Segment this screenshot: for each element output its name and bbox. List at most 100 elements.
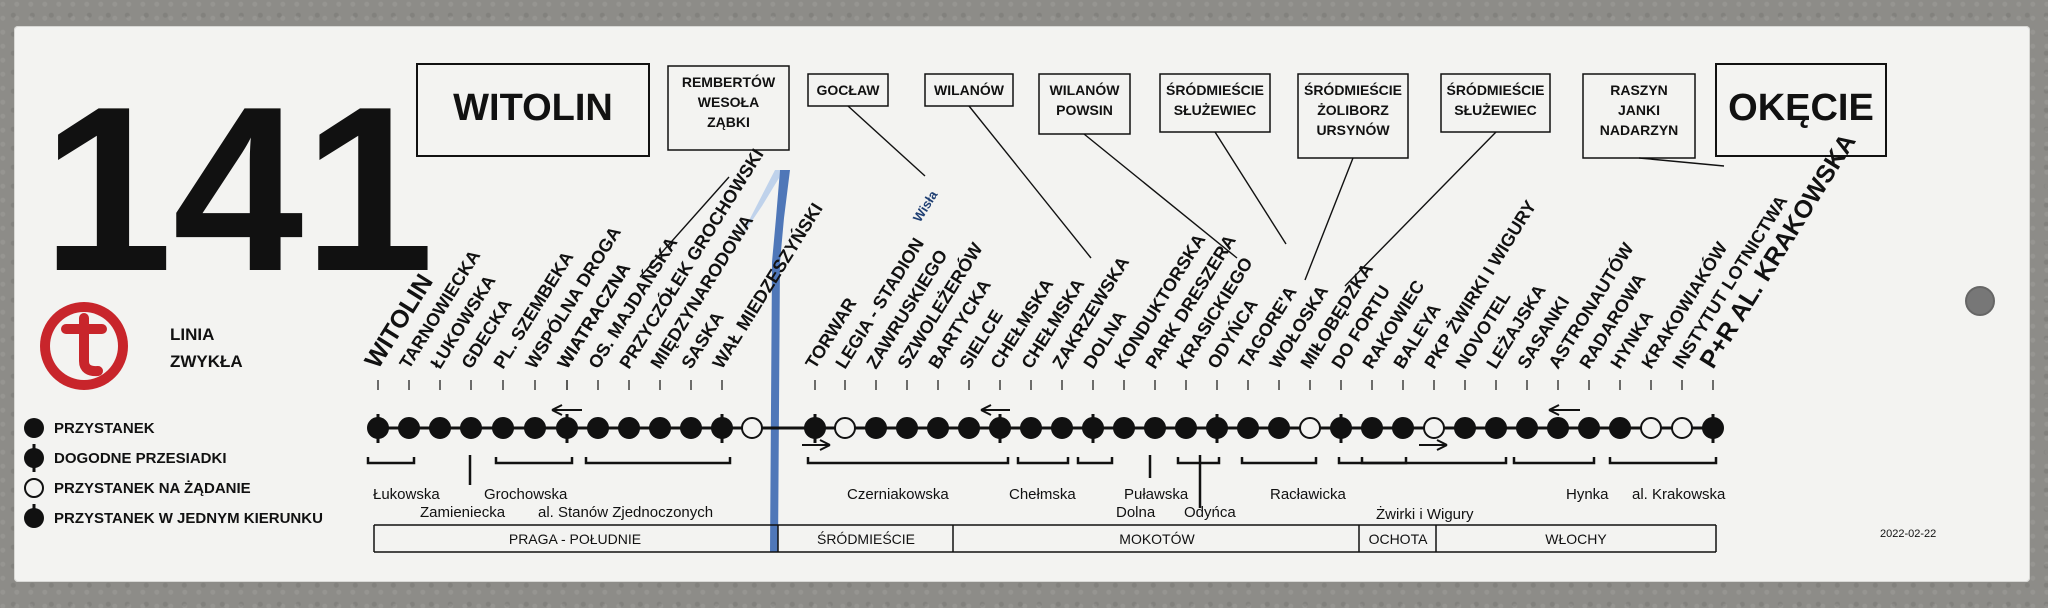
end-terminal-label: OKĘCIE: [1728, 87, 1874, 129]
street-bracket: [1362, 457, 1506, 463]
destination-line: SŁUŻEWIEC: [1174, 102, 1256, 118]
street-label: Zamieniecka: [420, 504, 506, 521]
stop-marker: [1269, 418, 1289, 438]
stop-marker: [1393, 418, 1413, 438]
route-number: 141: [42, 57, 434, 320]
legend-label: PRZYSTANEK NA ŻĄDANIE: [54, 480, 251, 497]
destination-line: RASZYN: [1610, 82, 1668, 98]
street-bracket: [1018, 457, 1068, 463]
connector-line: [1215, 132, 1286, 244]
street-label: Puławska: [1124, 486, 1189, 503]
request-stop-marker: [1424, 418, 1444, 438]
legend: PRZYSTANEK DOGODNE PRZESIADKI PRZYSTANEK N…: [24, 418, 323, 528]
stop-marker: [1486, 418, 1506, 438]
stop-marker: [681, 418, 701, 438]
legend-item: PRZYSTANEK NA ŻĄDANIE: [25, 479, 251, 497]
destination-box: GOCŁAW: [808, 74, 888, 106]
destination-box: REMBERTÓWWESOŁAZĄBKI: [668, 66, 789, 150]
connector-line: [1305, 158, 1353, 280]
destination-box: RASZYN JANKI NADARZYN: [1583, 74, 1695, 158]
stop-marker: [399, 418, 419, 438]
street-label: Żwirki i Wigury: [1376, 505, 1474, 523]
street-label: Racławicka: [1270, 486, 1347, 503]
destination-line: ŚRÓDMIEŚCIE: [1446, 81, 1544, 98]
street-bracket: [1514, 457, 1594, 463]
stop-marker: [866, 418, 886, 438]
warsaw-transport-logo-icon: [40, 302, 128, 390]
stop-marker: [1362, 418, 1382, 438]
request-stop-marker: [1641, 418, 1661, 438]
stop-marker: [619, 418, 639, 438]
route-type-label-line-2: ZWYKŁA: [170, 352, 243, 371]
stop-marker: [959, 418, 979, 438]
request-stop-marker: [742, 418, 762, 438]
legend-item: DOGODNE PRZESIADKI: [24, 444, 227, 472]
stop-marker: [1548, 418, 1568, 438]
stop-marker: [1517, 418, 1537, 438]
connector-line: [1084, 134, 1237, 258]
district-strip: PRAGA - POŁUDNIE ŚRÓDMIEŚCIE MOKOTÓW OCH…: [374, 525, 1716, 552]
street-label: Odyńca: [1184, 504, 1236, 521]
destination-box: WILANÓW: [925, 74, 1013, 106]
street-bracket: [586, 457, 730, 463]
destination-line: JANKI: [1618, 102, 1660, 118]
connector-line: [848, 106, 925, 176]
destination-line: ŚRÓDMIEŚCIE: [1166, 81, 1264, 98]
connector-line: [1345, 132, 1496, 286]
district-mokotow: MOKOTÓW: [1119, 531, 1195, 547]
request-stop-marker: [1300, 418, 1320, 438]
street-label: Czerniakowska: [847, 486, 949, 503]
river-label: Wisła: [910, 187, 941, 224]
stop-marker: [1455, 418, 1475, 438]
stop-ticks: [378, 380, 1713, 390]
street-bracket: [368, 457, 414, 463]
legend-item: PRZYSTANEK: [24, 418, 155, 438]
destination-box: ŚRÓDMIEŚCIE SŁUŻEWIEC: [1160, 74, 1270, 132]
stop-marker: [588, 418, 608, 438]
destination-line: ŚRÓDMIEŚCIE: [1304, 81, 1402, 98]
stop-marker: [1145, 418, 1165, 438]
legend-item: PRZYSTANEK W JEDNYM KIERUNKU: [24, 504, 323, 528]
street-bracket: [496, 457, 572, 463]
connector-line: [969, 106, 1091, 258]
street-bracket: [808, 457, 1008, 463]
street-label: al. Stanów Zjednoczonych: [538, 504, 713, 521]
street-label: Hynka: [1566, 486, 1609, 503]
legend-label: PRZYSTANEK: [54, 420, 155, 437]
street-label: al. Krakowska: [1632, 486, 1726, 503]
street-label: Chełmska: [1009, 486, 1076, 503]
legend-label: DOGODNE PRZESIADKI: [54, 450, 227, 467]
stop-marker: [1021, 418, 1041, 438]
destination-line: GOCŁAW: [817, 82, 881, 98]
street-bracket: [1178, 457, 1219, 463]
street-label: Łukowska: [373, 486, 440, 503]
start-terminal-label: WITOLIN: [453, 87, 613, 129]
street-bracket: [1242, 457, 1316, 463]
print-date: 2022-02-22: [1880, 528, 1936, 540]
legend-label: PRZYSTANEK W JEDNYM KIERUNKU: [54, 510, 323, 527]
street-bracket: [1610, 457, 1716, 463]
destination-box: ŚRÓDMIEŚCIE ŻOLIBORZ URSYNÓW: [1298, 74, 1408, 158]
destination-line: NADARZYN: [1600, 122, 1679, 138]
request-stop-marker: [835, 418, 855, 438]
street-bracket: [1078, 457, 1112, 463]
stop-marker: [650, 418, 670, 438]
stop-marker: [1176, 418, 1196, 438]
stop-marker: [430, 418, 450, 438]
stop-marker: [525, 418, 545, 438]
stop-marker: [928, 418, 948, 438]
street-label: Grochowska: [484, 486, 568, 503]
district-praga-poludnie: PRAGA - POŁUDNIE: [509, 531, 641, 547]
district-wlochy: WŁOCHY: [1545, 531, 1607, 547]
destination-line: WESOŁA: [698, 94, 759, 110]
destination-line: ŻOLIBORZ: [1317, 102, 1389, 118]
district-ochota: OCHOTA: [1369, 531, 1429, 547]
destination-line: POWSIN: [1056, 102, 1113, 118]
request-stop-marker: [1672, 418, 1692, 438]
destination-line: URSYNÓW: [1316, 121, 1390, 138]
